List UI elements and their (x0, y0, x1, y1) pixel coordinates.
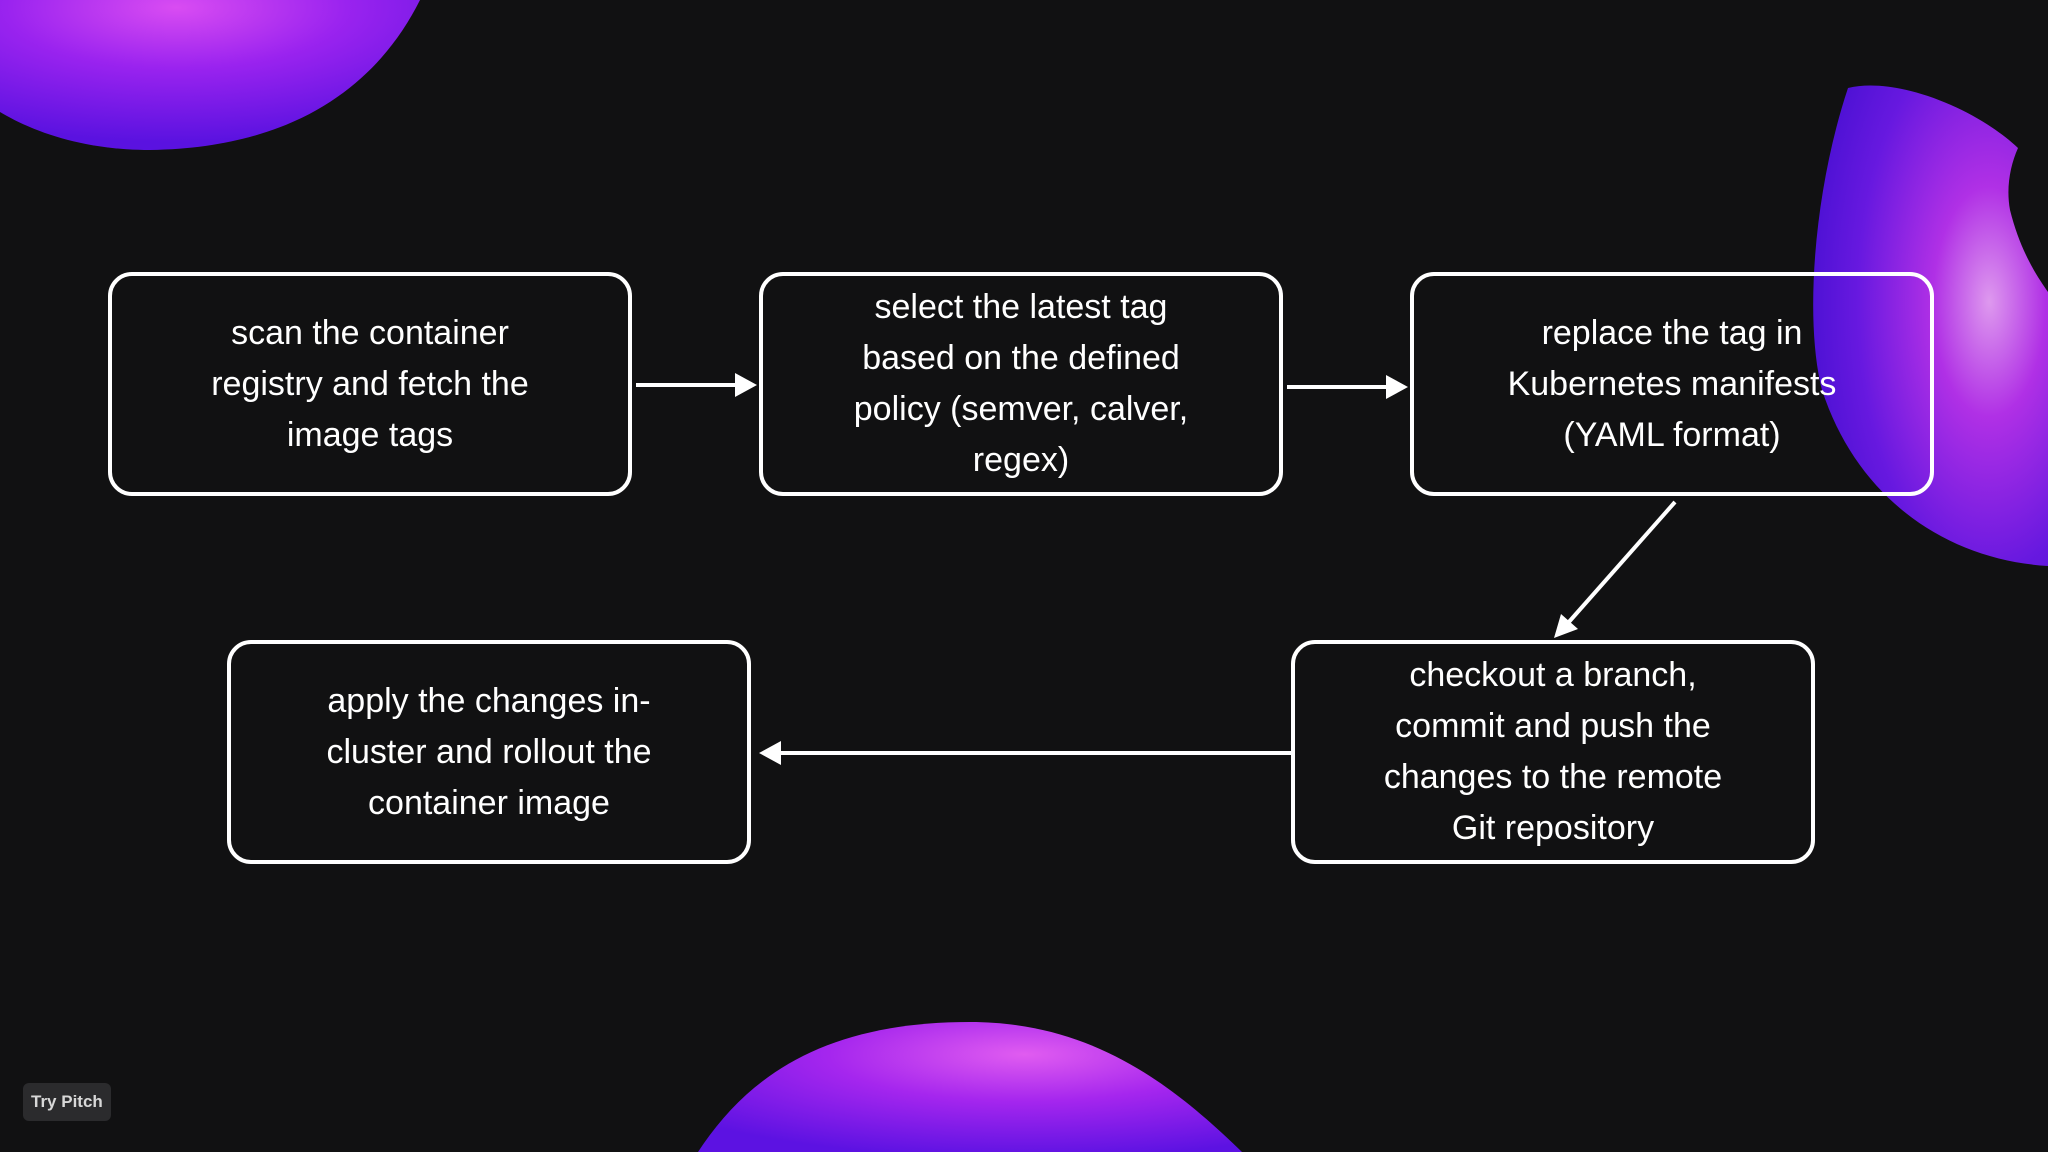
arrowhead-icon (1554, 614, 1578, 638)
node-apply-rollout: apply the changes in- cluster and rollou… (227, 640, 751, 864)
node-select-latest-tag: select the latest tag based on the defin… (759, 272, 1283, 496)
node-checkout-commit-push: checkout a branch, commit and push the c… (1291, 640, 1815, 864)
node-label: select the latest tag based on the defin… (853, 288, 1189, 479)
arrowhead-icon (759, 741, 781, 765)
node-label: scan the container registry and fetch th… (211, 313, 529, 454)
node-label: apply the changes in- cluster and rollou… (326, 681, 652, 822)
node-replace-tag: replace the tag in Kubernetes manifests … (1410, 272, 1934, 496)
node-label: checkout a branch, commit and push the c… (1383, 656, 1723, 847)
arrow-replace-to-checkout (1566, 500, 1677, 625)
arrowhead-icon (735, 373, 757, 397)
arrowhead-icon (1386, 375, 1408, 399)
node-scan-registry: scan the container registry and fetch th… (108, 272, 632, 496)
node-label: replace the tag in Kubernetes manifests … (1507, 313, 1837, 454)
try-pitch-button[interactable]: Try Pitch (23, 1083, 111, 1121)
